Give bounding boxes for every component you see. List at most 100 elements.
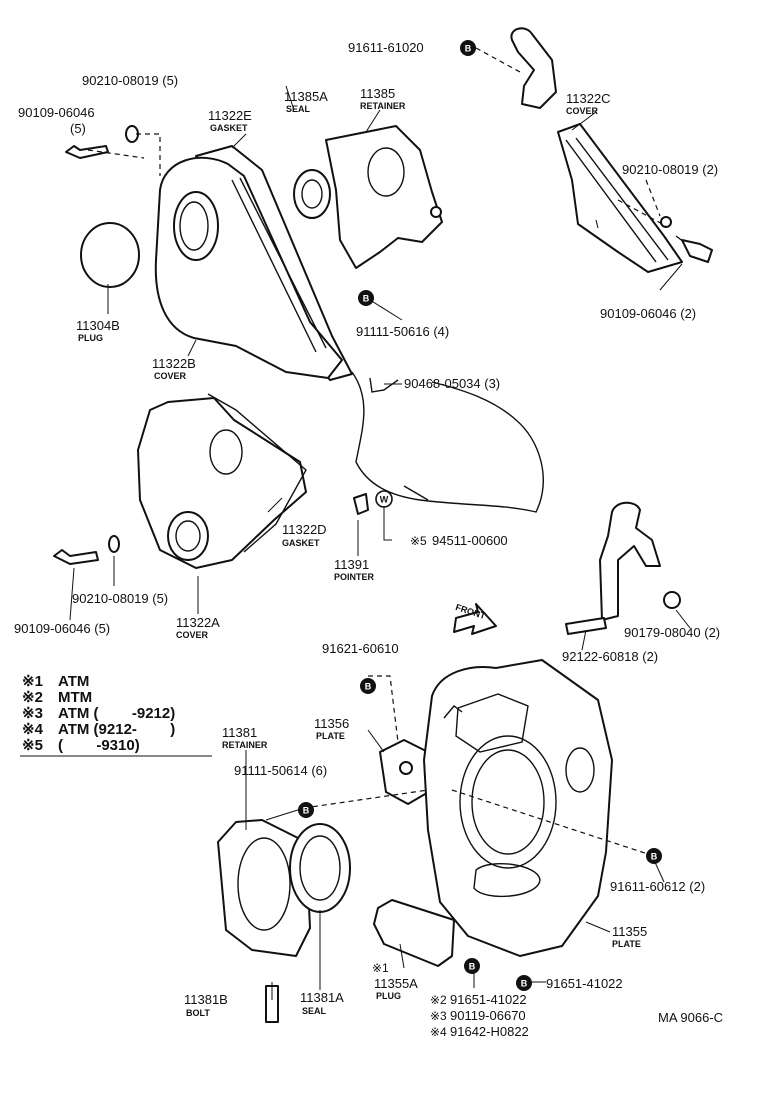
drawing-code: MA 9066-C xyxy=(658,1010,723,1025)
plug-11355a-shape xyxy=(373,899,455,967)
label-11385a: 11385A xyxy=(284,89,328,104)
svg-text:B: B xyxy=(651,852,658,862)
note-mark-4: ※4 xyxy=(22,721,44,738)
plug-11304b-shape xyxy=(80,222,140,288)
label-11322d: 11322D xyxy=(282,522,327,537)
note-text-1: ATM xyxy=(58,673,89,690)
label-mark-1-11355a: ※1 xyxy=(372,961,389,975)
ref-markers: B B W B B B B B xyxy=(298,40,662,991)
label-11391-sub: POINTER xyxy=(334,572,375,582)
ref-marker-b: B xyxy=(460,40,476,56)
label-11385a-sub: SEAL xyxy=(286,104,311,114)
note-mark-1: ※1 xyxy=(22,673,43,690)
label-90109-06046-low: 90109-06046 (5) xyxy=(14,621,110,636)
seal-11385a-shape xyxy=(293,169,331,219)
label-92122-60818: 92122-60818 (2) xyxy=(562,649,658,664)
label-11381a: 11381A xyxy=(300,990,344,1005)
cover-11322c-shape xyxy=(557,123,683,273)
label-91111-50614: 91111-50614 (6) xyxy=(234,763,327,778)
ref-marker-b: B xyxy=(358,290,374,306)
label-90210-08019-low: 90210-08019 (5) xyxy=(72,591,168,606)
stud-92122-shape xyxy=(565,617,607,635)
ref-marker-b: B xyxy=(298,802,314,818)
block-fragment-shape xyxy=(351,371,544,513)
label-11391: 11391 xyxy=(334,557,369,572)
svg-text:B: B xyxy=(363,294,370,304)
label-90468-05034: 90468-05034 (3) xyxy=(404,376,500,391)
part-labels: 91611-61020 90210-08019 (5) 90109-06046 … xyxy=(14,40,723,1039)
svg-text:B: B xyxy=(469,962,476,972)
part-drawings xyxy=(53,27,713,1023)
label-90109-06046-top: 90109-06046 xyxy=(18,105,95,120)
svg-text:W: W xyxy=(380,495,389,505)
label-94511-00600: 94511-00600 xyxy=(432,533,508,548)
label-11322a-sub: COVER xyxy=(176,630,209,640)
label-91651-41022-left: 91651-41022 xyxy=(450,992,527,1007)
label-91621-60610: 91621-60610 xyxy=(322,641,399,656)
label-11356: 11356 xyxy=(314,716,349,731)
label-11381: 11381 xyxy=(222,725,257,740)
label-11385-sub: RETAINER xyxy=(360,101,406,111)
label-11355a-sub: PLUG xyxy=(376,991,401,1001)
label-91111-50616: 91111-50616 (4) xyxy=(356,324,449,339)
label-90210-08019-2: 90210-08019 (2) xyxy=(622,162,718,177)
leader-lines xyxy=(20,47,691,1000)
ref-marker-b: B xyxy=(516,975,532,991)
label-11381-sub: RETAINER xyxy=(222,740,268,750)
rear-plate-11355-shape xyxy=(423,659,613,957)
label-90109-06046-2: 90109-06046 (2) xyxy=(600,306,696,321)
label-11322b: 11322B xyxy=(152,356,196,371)
svg-text:B: B xyxy=(365,682,372,692)
label-11385: 11385 xyxy=(360,86,395,101)
svg-text:B: B xyxy=(521,979,528,989)
label-11356-sub: PLATE xyxy=(316,731,345,741)
cover-11322a-shape xyxy=(137,397,307,569)
label-mark-4-91642: ※4 xyxy=(430,1025,447,1039)
svg-text:B: B xyxy=(303,806,310,816)
ref-marker-w: W xyxy=(375,490,393,508)
label-11355: 11355 xyxy=(612,924,647,939)
right-bracket-shape xyxy=(599,501,661,621)
label-11322e: 11322E xyxy=(208,108,252,123)
label-11322e-sub: GASKET xyxy=(210,123,248,133)
label-11381b: 11381B xyxy=(184,992,228,1007)
gasket-11322d-shape xyxy=(207,393,307,553)
label-11355a: 11355A xyxy=(374,976,418,991)
note-mark-2: ※2 xyxy=(22,689,43,706)
label-11322a: 11322A xyxy=(176,615,220,630)
front-arrow: FRONT xyxy=(453,602,497,635)
label-11381b-sub: BOLT xyxy=(186,1008,210,1018)
pointer-11391-shape xyxy=(353,493,369,515)
note-mark-5: ※5 xyxy=(22,737,43,754)
label-mark-2-91651: ※2 xyxy=(430,993,447,1007)
label-11304b: 11304B xyxy=(76,318,120,333)
note-text-4: ATM (9212- ) xyxy=(58,721,175,738)
bolt-11381b-shape xyxy=(265,985,279,1023)
ref-marker-b: B xyxy=(464,958,480,974)
retainer-11381-shape xyxy=(217,819,311,957)
bolt-right-shape xyxy=(675,235,713,263)
label-mark-5-94511: ※5 xyxy=(410,534,427,548)
label-90179-08040: 90179-08040 (2) xyxy=(624,625,720,640)
label-90119-06670: 90119-06670 xyxy=(450,1008,526,1023)
label-11322b-sub: COVER xyxy=(154,371,187,381)
label-11322c-sub: COVER xyxy=(566,106,599,116)
note-mark-3: ※3 xyxy=(22,705,43,722)
label-11322d-sub: GASKET xyxy=(282,538,320,548)
label-11304b-sub: PLUG xyxy=(78,333,103,343)
label-91611-61020: 91611-61020 xyxy=(348,40,424,55)
ref-marker-b: B xyxy=(646,848,662,864)
label-90109-06046-top-qty: (5) xyxy=(70,121,86,136)
ref-marker-b: B xyxy=(360,678,376,694)
application-notes: ※1 ATM ※2 MTM ※3 ATM ( -9212) ※4 ATM (92… xyxy=(22,673,175,754)
label-11322c: 11322C xyxy=(566,91,611,106)
note-text-3: ATM ( -9212) xyxy=(58,705,175,722)
svg-text:B: B xyxy=(465,44,472,54)
label-mark-3-90119: ※3 xyxy=(430,1009,447,1023)
seal-11381a-shape xyxy=(289,823,351,913)
label-11381a-sub: SEAL xyxy=(302,1006,327,1016)
note-text-5: ( -9310) xyxy=(58,737,140,754)
upper-bracket-shape xyxy=(510,27,557,109)
label-91651-41022-right: 91651-41022 xyxy=(546,976,623,991)
bolt-upper-left-shape xyxy=(65,145,109,159)
